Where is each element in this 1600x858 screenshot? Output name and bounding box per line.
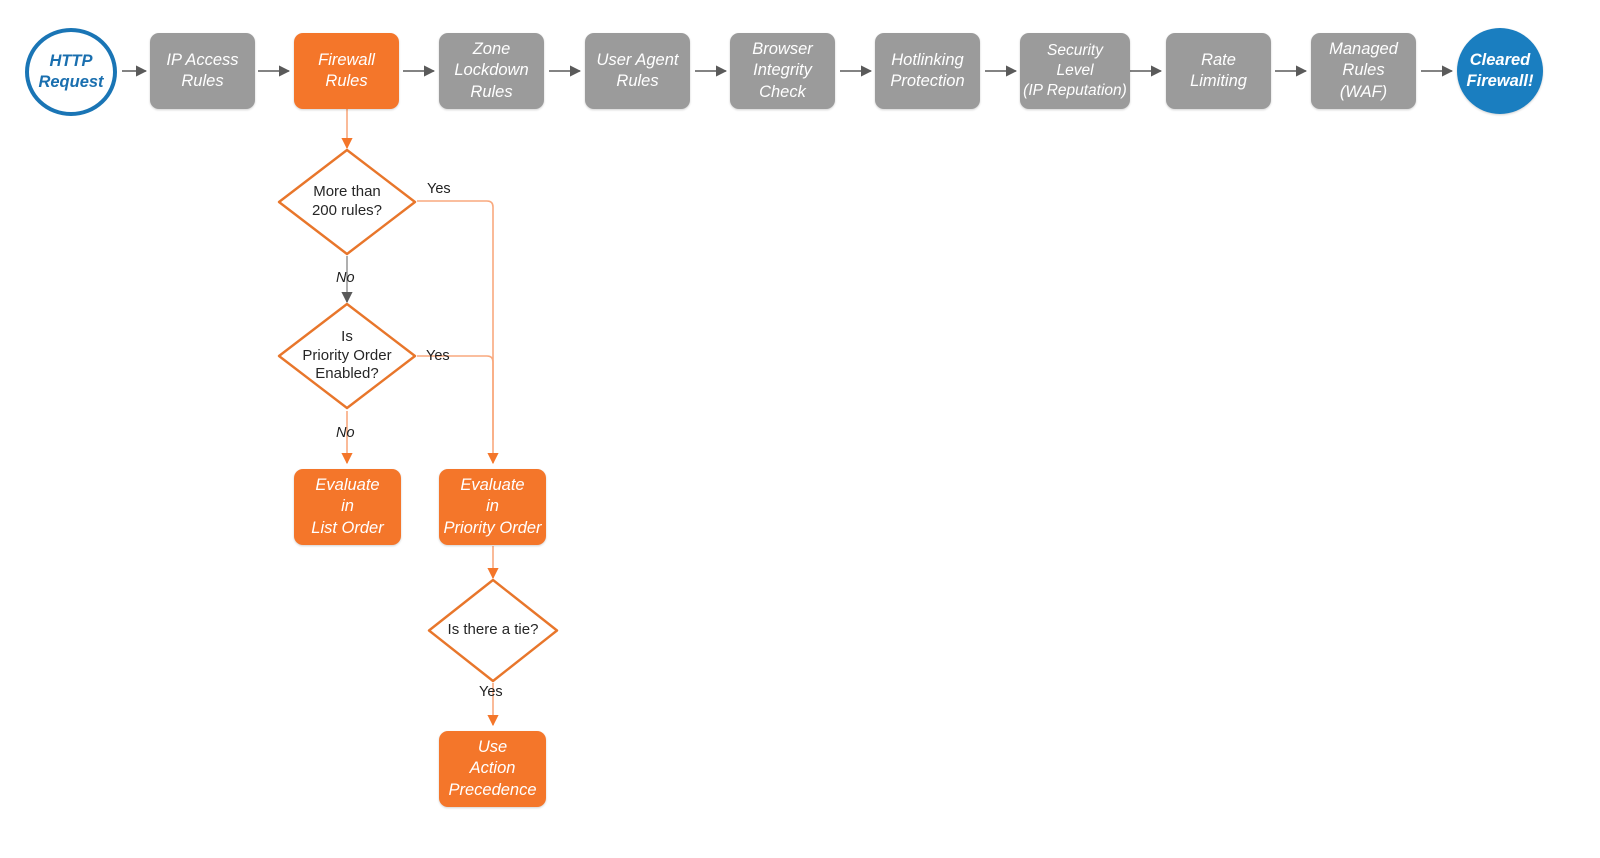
node-browser-integrity-check[interactable]: Browser Integrity Check: [730, 33, 835, 109]
node-cleared-firewall-label: Cleared Firewall!: [1466, 50, 1534, 90]
decision-is-there-a-tie[interactable]: Is there a tie?: [427, 578, 559, 683]
node-ip-access-rules[interactable]: IP Access Rules: [150, 33, 255, 109]
edge-priority-yes-to-priority-order: [417, 355, 494, 440]
node-evaluate-in-list-order[interactable]: Evaluate in List Order: [294, 469, 401, 545]
node-zone-lockdown-rules[interactable]: Zone Lockdown Rules: [439, 33, 544, 109]
edge-label-rules-no: No: [336, 270, 355, 286]
node-security-level[interactable]: Security Level (IP Reputation): [1020, 33, 1130, 109]
node-evaluate-in-priority-order-label: Evaluate in Priority Order: [443, 476, 542, 537]
node-security-level-label: Security Level (IP Reputation): [1023, 42, 1127, 99]
decision-more-than-200-rules[interactable]: More than 200 rules?: [277, 148, 417, 256]
edge-rules-yes-to-priority-order: [417, 200, 499, 465]
node-evaluate-in-list-order-label: Evaluate in List Order: [311, 476, 384, 537]
node-firewall-rules-label: Firewall Rules: [318, 50, 375, 90]
diamond-shape: [277, 302, 417, 410]
diamond-shape: [277, 148, 417, 256]
decision-is-there-a-tie-label: Is there a tie?: [447, 621, 539, 639]
node-use-action-precedence-label: Use Action Precedence: [448, 738, 537, 799]
node-hotlinking-protection-label: Hotlinking Protection: [890, 50, 965, 90]
decision-is-priority-order-enabled-label: Is Priority Order Enabled?: [302, 327, 392, 383]
decision-more-than-200-rules-label: More than 200 rules?: [311, 183, 383, 219]
node-zone-lockdown-rules-label: Zone Lockdown Rules: [454, 40, 529, 101]
node-user-agent-rules-label: User Agent Rules: [596, 50, 679, 90]
node-managed-rules-waf[interactable]: Managed Rules (WAF): [1311, 33, 1416, 109]
diamond-shape: [427, 578, 559, 683]
edge-label-priority-no: No: [336, 425, 355, 441]
node-ip-access-rules-label: IP Access Rules: [166, 50, 239, 90]
node-browser-integrity-check-label: Browser Integrity Check: [752, 40, 813, 101]
node-http-request[interactable]: HTTP Request: [25, 28, 117, 116]
node-rate-limiting-label: Rate Limiting: [1190, 50, 1247, 90]
edge-label-rules-yes: Yes: [427, 181, 451, 197]
node-hotlinking-protection[interactable]: Hotlinking Protection: [875, 33, 980, 109]
node-cleared-firewall[interactable]: Cleared Firewall!: [1457, 28, 1543, 114]
node-http-request-label: HTTP Request: [38, 51, 104, 91]
decision-is-priority-order-enabled[interactable]: Is Priority Order Enabled?: [277, 302, 417, 410]
node-firewall-rules[interactable]: Firewall Rules: [294, 33, 399, 109]
edge-label-tie-yes: Yes: [479, 684, 503, 700]
node-evaluate-in-priority-order[interactable]: Evaluate in Priority Order: [439, 469, 546, 545]
node-use-action-precedence[interactable]: Use Action Precedence: [439, 731, 546, 807]
node-rate-limiting[interactable]: Rate Limiting: [1166, 33, 1271, 109]
node-user-agent-rules[interactable]: User Agent Rules: [585, 33, 690, 109]
edge-label-priority-yes: Yes: [426, 348, 450, 364]
node-managed-rules-waf-label: Managed Rules (WAF): [1329, 40, 1398, 101]
